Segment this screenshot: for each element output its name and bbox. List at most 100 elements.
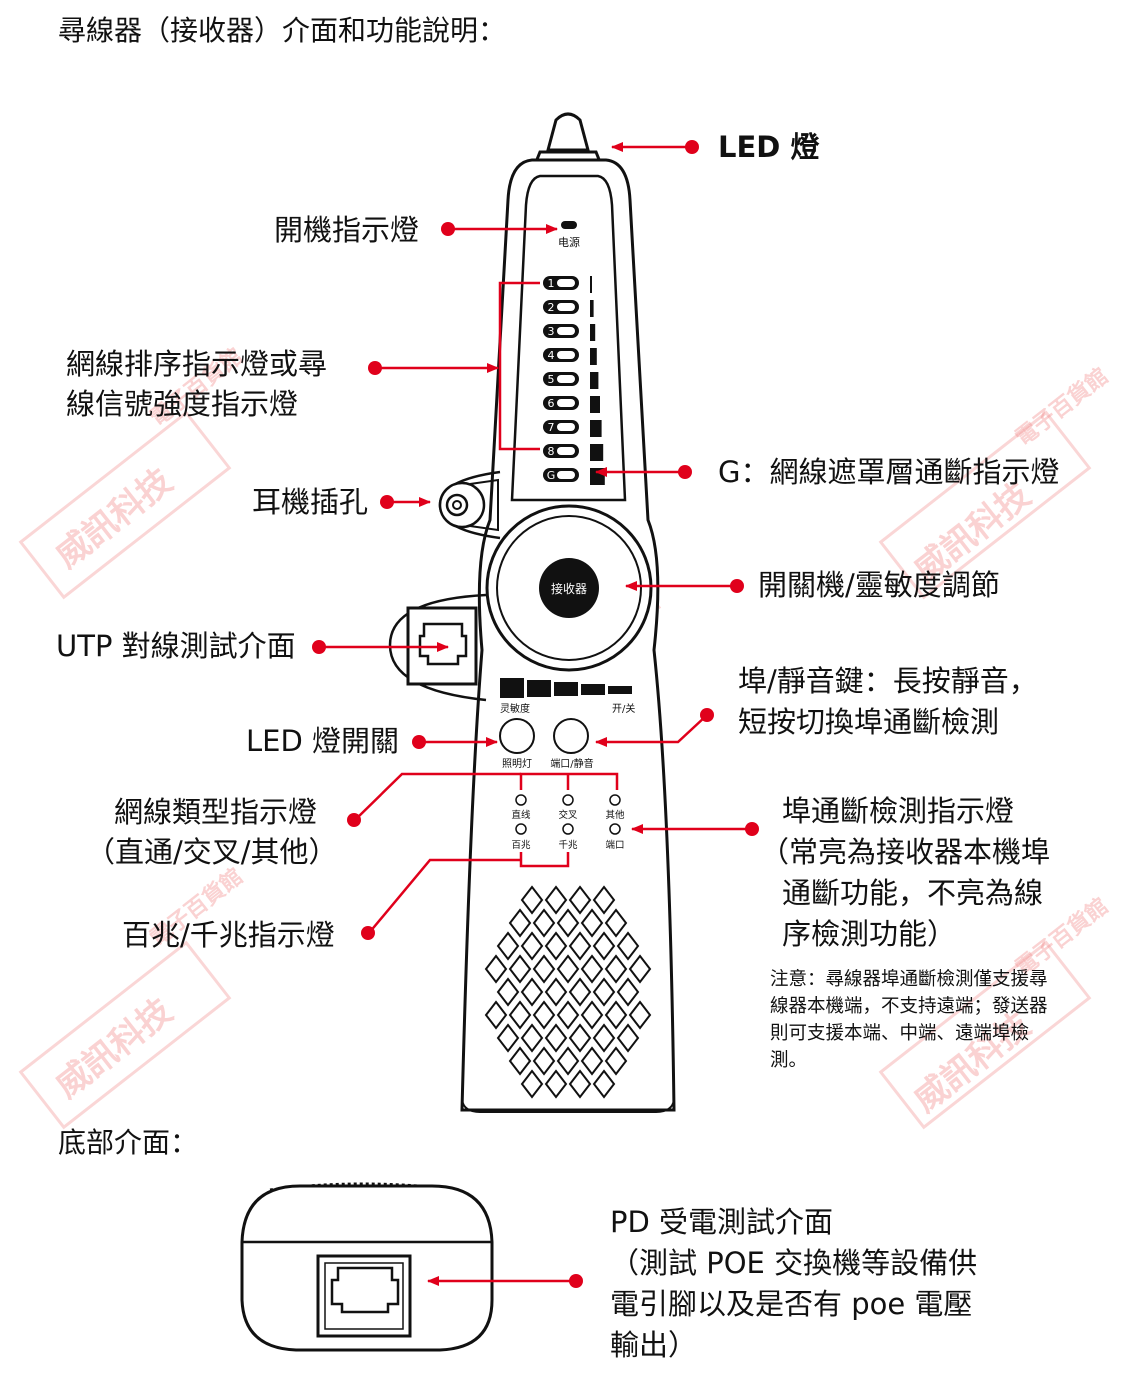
led-number: G (547, 469, 556, 482)
led-tip (546, 112, 590, 152)
grille-hole (532, 1046, 556, 1076)
label-pd-line3: 電引腳以及是否有 poe 電壓 (610, 1287, 973, 1321)
led-number: 8 (548, 445, 555, 458)
grille-hole (544, 931, 568, 961)
strength-bar (590, 324, 596, 341)
led-7: 7 (543, 420, 579, 434)
label-port-check-line2: （常亮為接收器本機埠 (760, 835, 1051, 869)
utp-port-bulge (388, 593, 487, 702)
grille-hole (604, 908, 628, 938)
grille-hole (508, 1046, 532, 1076)
grille-hole (508, 954, 532, 984)
note-line1: 注意：尋線器埠通斷檢測僅支援尋 (770, 969, 1048, 990)
grille-hole (496, 931, 520, 961)
grille-hole (580, 954, 604, 984)
led-2: 2 (543, 300, 579, 314)
grille-hole (604, 954, 628, 984)
grille-hole (556, 1000, 580, 1030)
port-led (609, 823, 621, 835)
other-label: 其他 (605, 809, 625, 821)
rj45-socket-icon (330, 1266, 400, 1314)
led-number: 3 (548, 325, 555, 338)
grille-hole (520, 1023, 544, 1053)
sensitivity-bars (500, 678, 632, 698)
grille-hole (556, 1046, 580, 1076)
grille-hole (568, 1023, 592, 1053)
strength-bar (590, 276, 592, 293)
label-speed-indicator: 百兆/千兆指示燈 (122, 918, 335, 952)
led-G: G (543, 468, 579, 482)
label-power-knob: 開關機/靈敏度調節 (758, 568, 1000, 602)
grille-hole (520, 885, 544, 915)
led-number: 5 (548, 373, 555, 386)
strength-bar (590, 348, 597, 365)
grille-hole (544, 1069, 568, 1099)
label-sequence-line1: 網線排序指示燈或尋 (66, 347, 328, 381)
grille-hole (556, 954, 580, 984)
grille-hole (544, 1023, 568, 1053)
sensitivity-label: 灵敏度 (500, 702, 530, 715)
strength-bar (590, 444, 604, 461)
straight-label: 直线 (511, 809, 531, 821)
led-5: 5 (543, 372, 579, 386)
cable-type-bracket (519, 772, 619, 790)
sensitivity-bar (554, 682, 578, 696)
grille-hole (496, 1023, 520, 1053)
cross-led (562, 794, 574, 806)
grille-hole (568, 977, 592, 1007)
label-port-check-line4: 序檢測功能） (782, 917, 957, 951)
grille-hole (592, 931, 616, 961)
grille-hole (568, 931, 592, 961)
rj45-socket-icon (418, 622, 468, 666)
grille-hole (592, 885, 616, 915)
label-pd-line4: 輸出） (610, 1328, 698, 1362)
grille-hole (616, 931, 640, 961)
power-sensitivity-knob[interactable] (539, 558, 599, 618)
arrow-port-mute (595, 715, 707, 747)
led-4: 4 (543, 348, 579, 362)
cross-label: 交叉 (558, 809, 578, 821)
grille-hole (508, 908, 532, 938)
grille-hole (544, 977, 568, 1007)
main-heading: 尋線器（接收器）介面和功能說明： (58, 14, 507, 47)
strength-bar (590, 420, 602, 437)
indicator-leds: 直线 交叉 其他 百兆 千兆 端口 (511, 794, 625, 851)
label-port-check-line3: 通斷功能，不亮為線 (782, 876, 1044, 910)
label-pd-line1: PD 受電測試介面 (610, 1205, 834, 1239)
label-port-mute-line1: 埠/靜音鍵：長按靜音， (738, 664, 1038, 698)
port-label: 端口 (605, 839, 624, 851)
grille-hole (508, 1000, 532, 1030)
grille-hole (544, 885, 568, 915)
sensitivity-bar (581, 684, 605, 695)
light-button[interactable] (499, 718, 535, 754)
strength-bar (590, 300, 594, 317)
other-led (609, 794, 621, 806)
pd-port[interactable] (316, 1254, 412, 1338)
label-pd-line2: （測試 POE 交換機等設備供 (610, 1246, 978, 1280)
led-number: 4 (548, 349, 555, 362)
note-line2: 線器本機端，不支持遠端；發送器 (770, 996, 1048, 1017)
grille-hole (496, 977, 520, 1007)
sensitivity-bar (608, 686, 632, 694)
note-line4: 測。 (770, 1050, 808, 1071)
led-3: 3 (543, 324, 579, 338)
port-mute-button[interactable] (553, 718, 589, 754)
led-8: 8 (543, 444, 579, 458)
straight-led (515, 794, 527, 806)
grille-hole (484, 1000, 508, 1030)
grille-hole (592, 1069, 616, 1099)
led-1: 1 (543, 276, 579, 290)
strength-bar (590, 468, 605, 485)
grille-hole (532, 908, 556, 938)
earphone-jack (438, 478, 499, 532)
grille-hole (568, 1069, 592, 1099)
grille-hole (520, 931, 544, 961)
label-cable-type-line1: 網線類型指示燈 (114, 795, 318, 829)
led-number: 2 (548, 301, 555, 314)
label-led-switch: LED 燈開關 (246, 724, 400, 758)
label-port-check-line1: 埠通斷檢測指示燈 (782, 794, 1015, 828)
power-label: 电源 (558, 235, 580, 249)
watermark-store: 電子百貨館 (1011, 363, 1114, 451)
